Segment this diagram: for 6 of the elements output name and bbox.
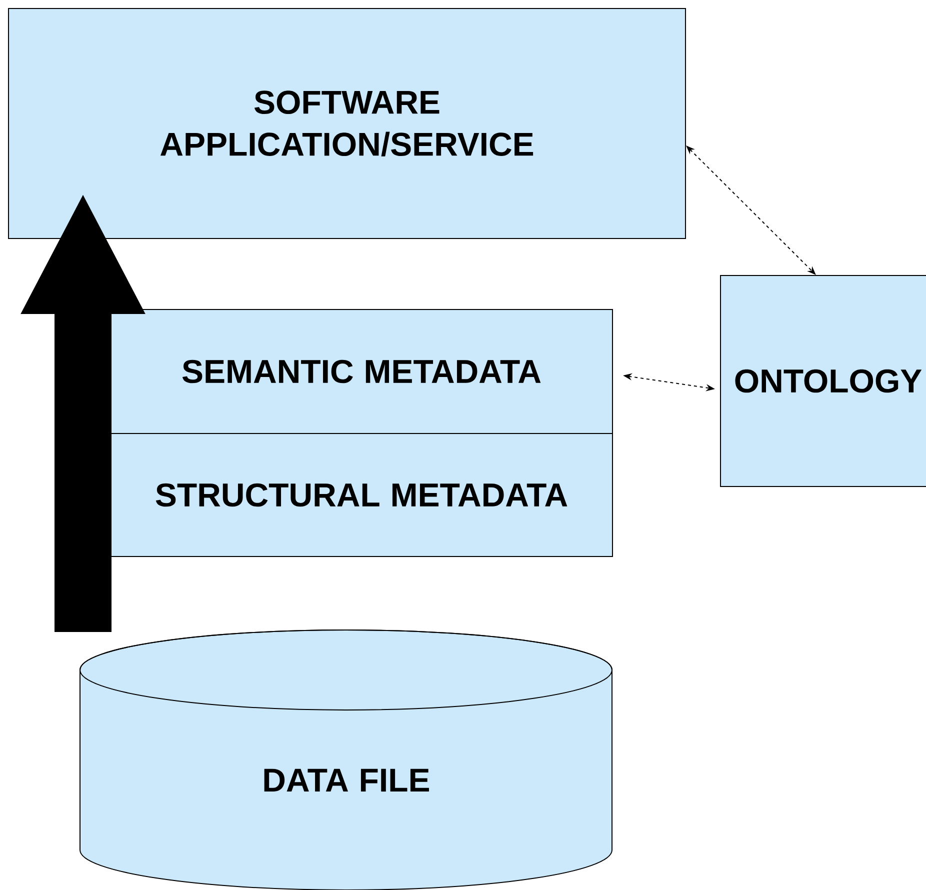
data-cylinder: DATA FILE: [80, 630, 612, 890]
arrow: [686, 146, 816, 275]
process-box: SEMANTIC METADATA: [110, 309, 613, 434]
ontology-box: ONTOLOGY: [720, 275, 926, 487]
process-box: STRUCTURAL METADATA: [110, 433, 613, 557]
process-box: SOFTWARE APPLICATION/SERVICE: [8, 8, 686, 239]
